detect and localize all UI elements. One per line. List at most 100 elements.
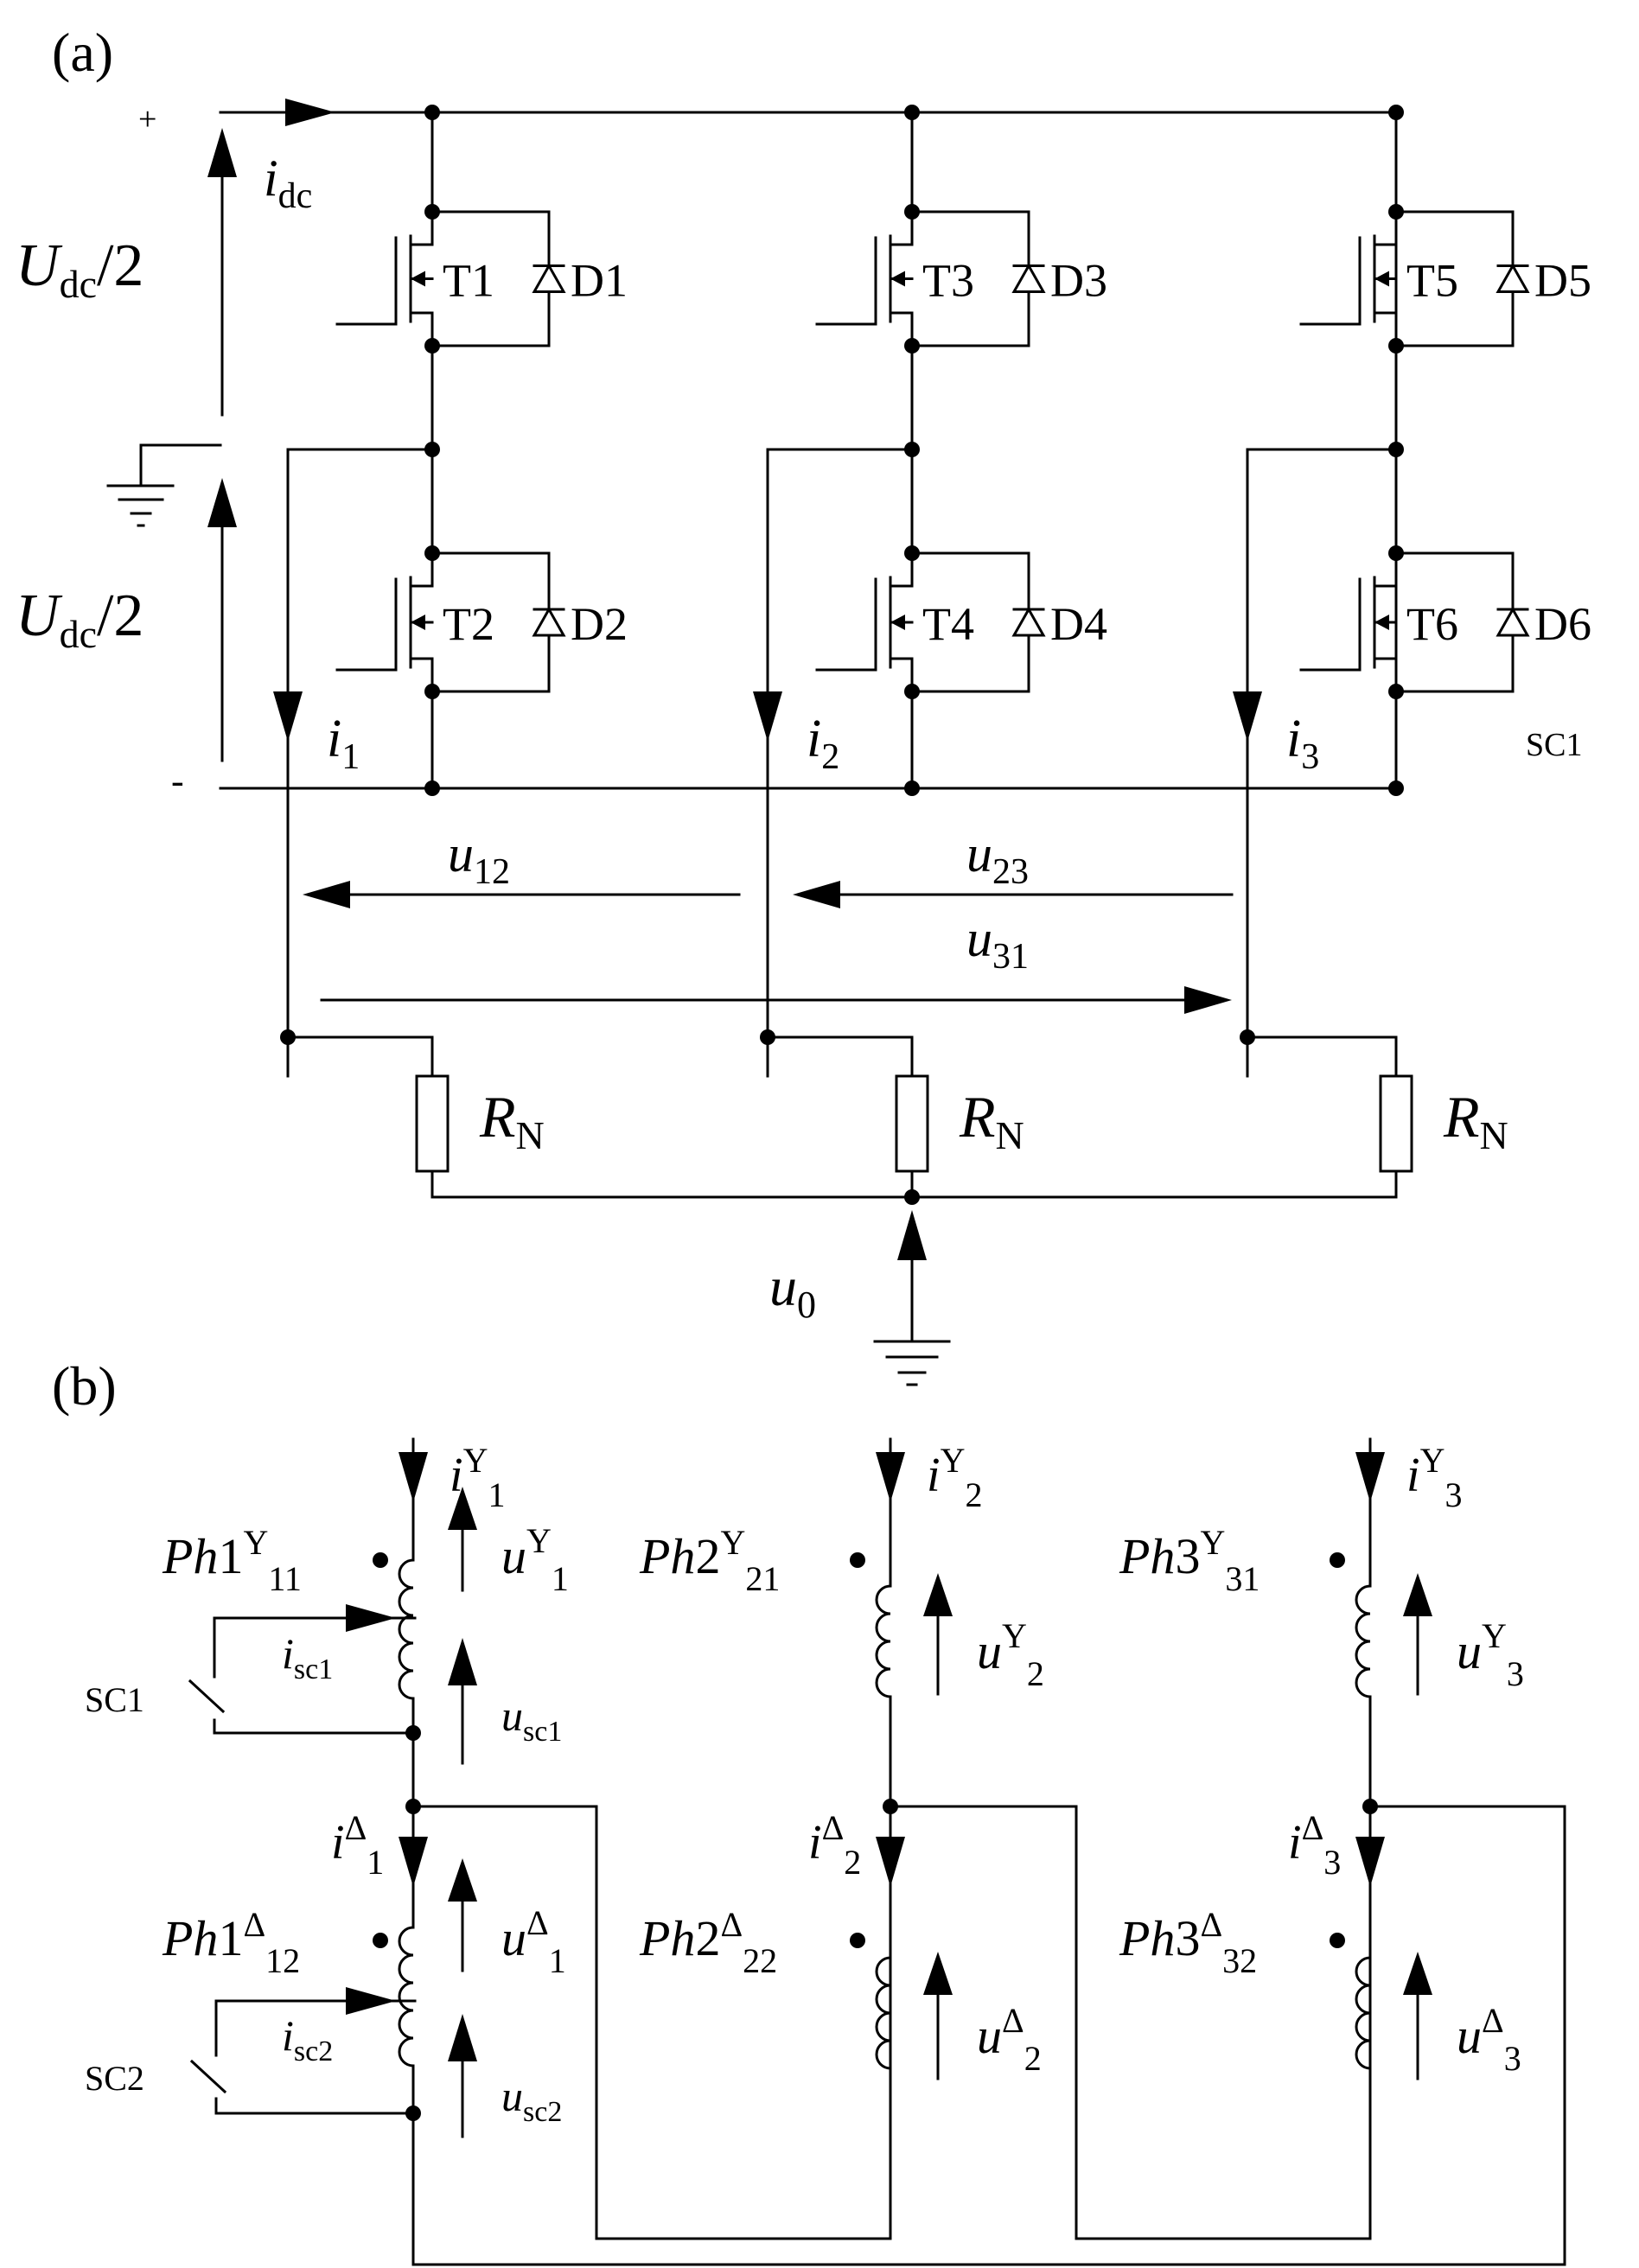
label: iΔ2 [808,1808,861,1882]
label: iΔ1 [331,1808,384,1882]
transistor-label: T6 [1406,598,1458,650]
mosfet-arrow [411,271,425,287]
polarity-dot [850,1933,865,1948]
rn-resistor-3: RN [1240,1029,1508,1199]
sc2-switch [189,1987,421,2121]
mosfet-arrow [1374,615,1389,630]
udc-top-label: Udc/2 [16,233,143,306]
delta-link-1 [411,1805,892,2240]
u31-arrow-head [1184,986,1232,1014]
transistor-label: T5 [1406,255,1458,307]
panel-a-label: (a) [52,22,113,83]
isc1-label: isc1 [282,1629,333,1685]
polarity-dot [373,1552,388,1568]
phase-current-arrow [273,691,303,742]
diode-label: D5 [1534,255,1591,307]
diode-label: D1 [571,255,628,307]
resistor-icon [415,1074,450,1173]
y-current-arrow [876,1452,905,1502]
resistor-icon [895,1074,929,1173]
diode-label: D3 [1050,255,1107,307]
usc2-label: usc2 [501,2072,562,2128]
mosfet-arrow [1374,271,1389,287]
delta-voltage-arrow [448,1858,477,1902]
usc1-arrow-head [448,1638,477,1685]
rn-resistor-2: RN [760,1029,1024,1199]
y-current-arrow [1355,1452,1385,1502]
label: Ph1Y11 [162,1523,302,1598]
idc-label: idc [264,150,312,216]
u0-label: u0 [769,1256,816,1326]
label: iY2 [927,1441,982,1514]
label: RN [479,1084,545,1157]
label: Ph2Y21 [639,1523,780,1598]
label: uY2 [977,1616,1044,1693]
diode-label: D2 [571,598,628,650]
udc-bot-label: Udc/2 [16,583,143,656]
label: RN [1443,1084,1508,1157]
label: Ph3Δ32 [1119,1905,1257,1980]
polarity-dot [1330,1933,1345,1948]
mosfet-arrow [411,615,425,630]
y-voltage-arrow [923,1573,953,1616]
label: uΔ3 [1457,2001,1521,2078]
udc-top-arrow-head [207,128,237,177]
delta-link-2 [889,1805,1372,2240]
usc1-label: usc1 [501,1691,562,1748]
delta-voltage-arrow [1403,1952,1432,1995]
diode-icon [532,263,566,293]
label: uY3 [1457,1616,1524,1693]
y-coil [875,1584,892,1698]
ground-icon [873,1340,951,1386]
label: iY1 [450,1441,505,1514]
star-point [904,1189,920,1205]
phase-wires: i1 i2 i3 [273,448,1398,1078]
u12-label: u12 [448,825,510,892]
label: i1 [327,710,360,777]
idc-arrow [285,99,335,126]
label: Ph1Δ12 [162,1905,300,1980]
diode-icon [1496,263,1530,293]
delta-coil [875,1956,892,2070]
label: uΔ1 [501,1903,566,1980]
label: Ph2Δ22 [639,1905,777,1980]
y-voltage-arrow [448,1487,477,1530]
mosfet-arrow [890,271,905,287]
diode-label: D6 [1534,598,1591,650]
phase-current-arrow [1233,691,1262,742]
polarity-dot [373,1933,388,1948]
label: uY1 [501,1521,569,1598]
phase-wire-2: i2 [753,448,914,1078]
ground-icon [106,443,222,527]
phase-wire-3: i3 [1233,448,1398,1078]
label: uΔ2 [977,2001,1042,2078]
delta-current-arrow [399,1837,428,1887]
transistor-label: T2 [443,598,494,650]
u23-arrow-head [793,881,840,908]
u31-label: u31 [966,910,1029,977]
diode-icon [1496,606,1530,637]
sc1-switch [188,1604,421,1741]
sc1-label-a: SC1 [1526,727,1582,763]
mosfet-arrow [890,615,905,630]
transistor-label: T1 [443,255,494,307]
rn-resistor-1: RN [280,1029,545,1199]
delta-coil [398,1926,415,2067]
polarity-dot [1330,1552,1345,1568]
label: RN [959,1084,1024,1157]
usc2-arrow-head [448,2014,477,2061]
y-coil [398,1558,415,1700]
label: iY3 [1406,1441,1462,1514]
label: i3 [1286,710,1319,777]
transistor-label: T4 [922,598,974,650]
